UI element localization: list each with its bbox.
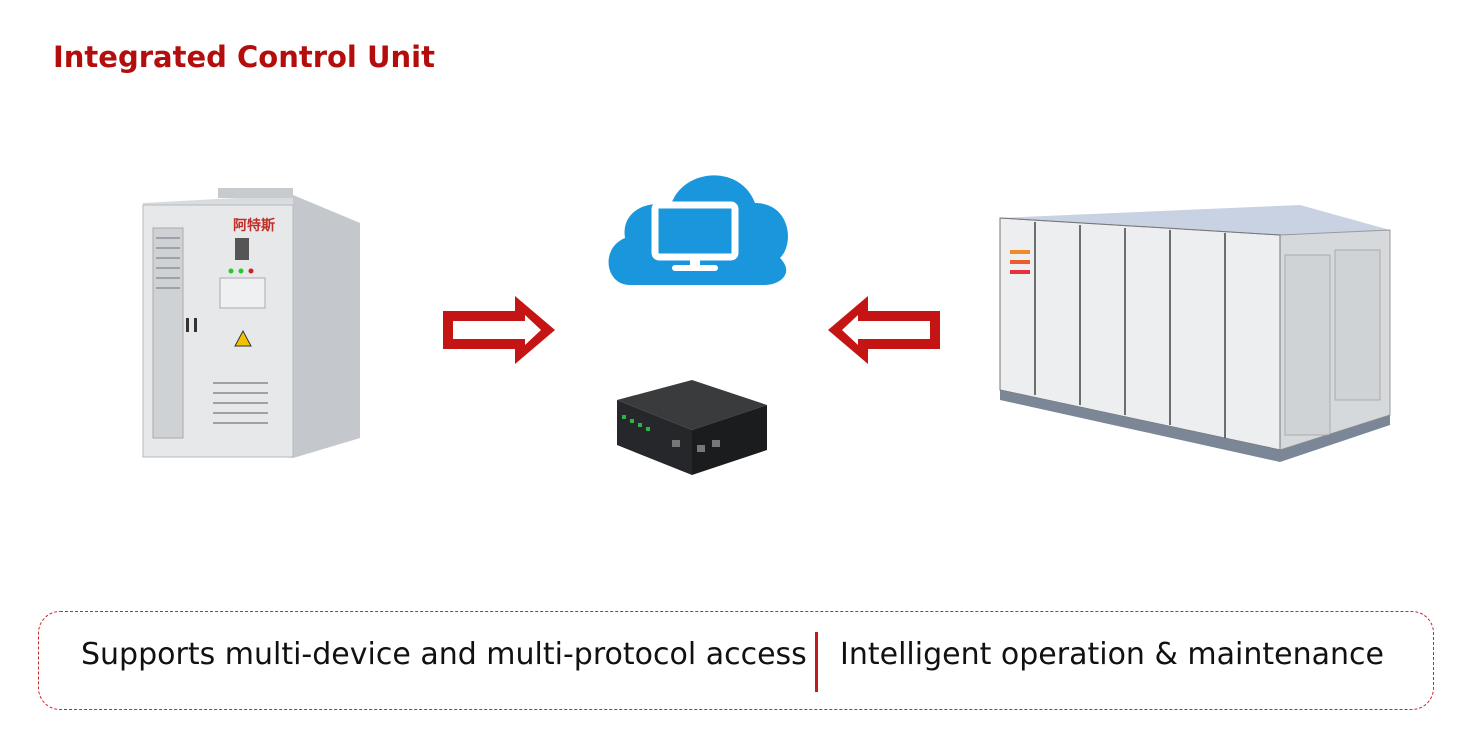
svg-text:阿特斯: 阿特斯: [233, 217, 275, 234]
power-cabinet-image: 阿特斯: [142, 188, 360, 458]
control-unit-box-image: [617, 380, 767, 475]
feature-intelligent-om: Intelligent operation & maintenance: [840, 637, 1384, 672]
battery-storage-container-image: [999, 205, 1391, 462]
features-box: [38, 611, 1434, 710]
left-arrow-icon: [828, 296, 940, 364]
page-title: Integrated Control Unit: [53, 40, 435, 74]
feature-multi-device-access: Supports multi-device and multi-protocol…: [81, 637, 807, 672]
feature-divider: [815, 632, 818, 692]
right-arrow-icon: [443, 296, 555, 364]
cloud-monitor-icon: [608, 175, 788, 285]
